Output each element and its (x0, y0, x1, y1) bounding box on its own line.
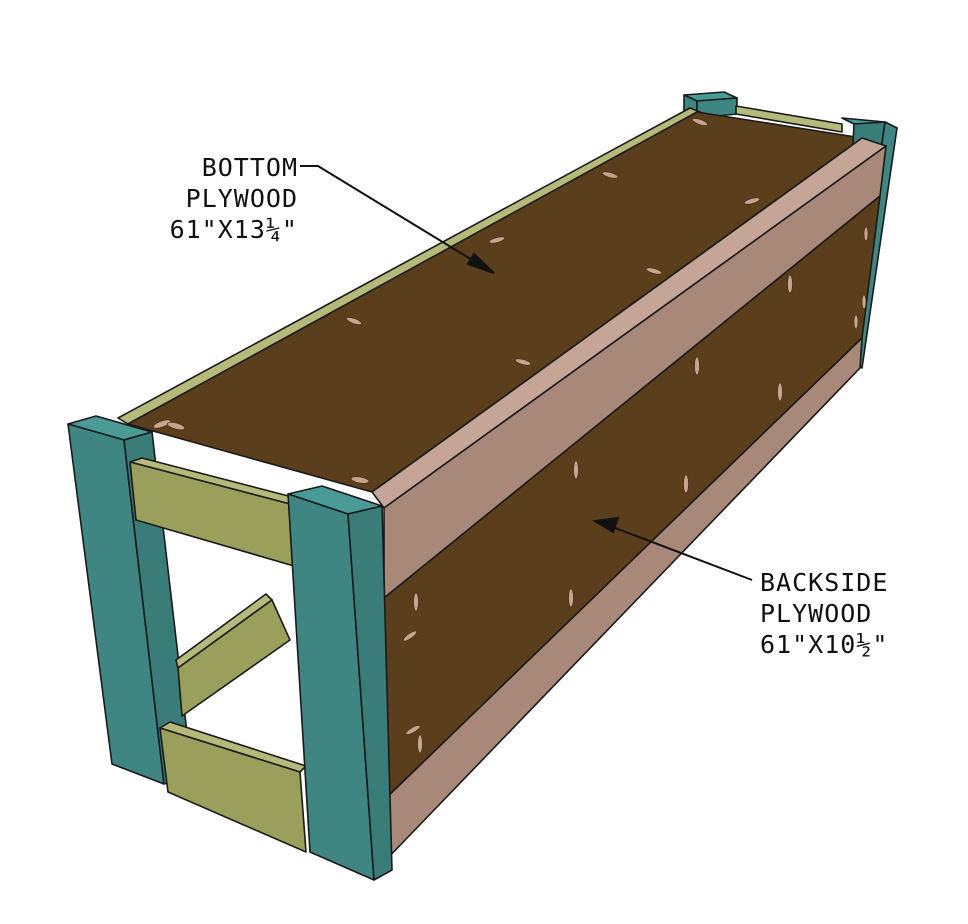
backside-plywood-dimensions: 61"X10½" (760, 630, 889, 659)
backside-plywood-arrowhead (592, 516, 620, 534)
front-right-leg (287, 485, 393, 881)
bottom-plywood-label-line-1: BOTTOM (201, 153, 298, 182)
end-bottom-apron-face (159, 727, 307, 853)
end-lower-back-stretcher-face (177, 599, 291, 717)
bottom-plywood-leader (300, 165, 483, 267)
backside-plywood-label-line-2: PLYWOOD (760, 599, 873, 628)
backside-plywood-leader (609, 525, 753, 581)
leader-lines (300, 165, 753, 581)
pocket-holes (153, 118, 869, 754)
bottom-plywood-label: BOTTOM PLYWOOD 61"X13¼" (150, 152, 298, 245)
back-top-rail (735, 105, 843, 133)
bottom-plywood-label-line-2: PLYWOOD (185, 184, 298, 213)
bottom-plywood-arrowhead (466, 252, 495, 274)
bottom-plywood-dimensions: 61"X13¼" (169, 215, 298, 244)
backside-plywood-label-line-1: BACKSIDE (760, 568, 889, 597)
backside-plywood-label: BACKSIDE PLYWOOD 61"X10½" (760, 567, 888, 660)
